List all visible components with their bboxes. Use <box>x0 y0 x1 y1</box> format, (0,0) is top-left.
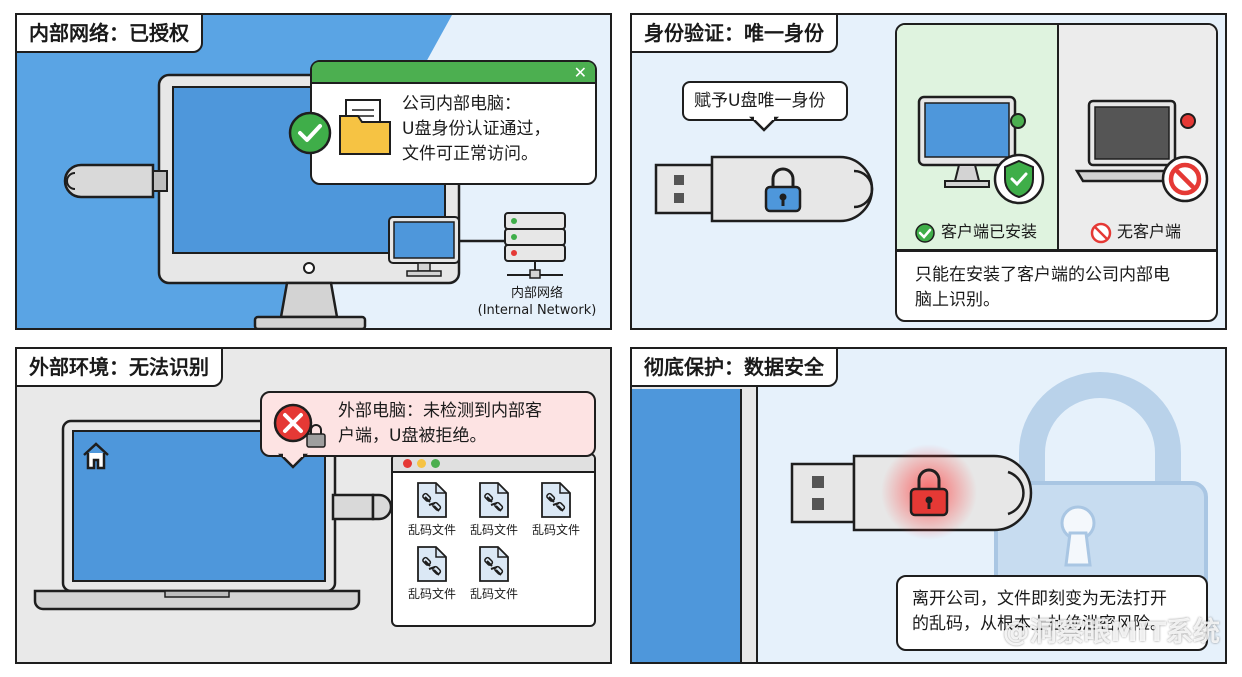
file-label: 乱码文件 <box>469 523 518 537</box>
popup-line-3: 文件可正常访问。 <box>402 144 538 164</box>
window-minimize-dot[interactable] <box>417 459 426 468</box>
network-link <box>460 239 508 243</box>
panel-title: 身份验证：唯一身份 <box>632 15 838 53</box>
panel-identity-verification: 身份验证：唯一身份 赋予U盘唯一身份 <box>630 13 1227 330</box>
panel-complete-protection: 彻底保护：数据安全 离开公司，文件即刻变为无法打 <box>630 347 1227 664</box>
bubble-tail <box>748 116 780 132</box>
popup-line-2: U盘身份认证通过， <box>402 119 551 139</box>
prohibited-small-icon <box>1090 222 1112 244</box>
error-line-2: 户端，U盘被拒绝。 <box>338 426 487 446</box>
lock-icon <box>909 468 949 517</box>
protection-note: 离开公司，文件即刻变为无法打开 的乱码，从根本上杜绝泄密风险。 <box>896 575 1208 651</box>
window-titlebar <box>393 455 594 473</box>
protection-line-1: 离开公司，文件即刻变为无法打开 <box>912 589 1167 609</box>
lock-icon <box>306 424 326 448</box>
lock-icon <box>764 167 802 213</box>
close-icon <box>273 403 313 443</box>
file-label: 乱码文件 <box>469 587 518 601</box>
prohibited-icon <box>1161 155 1209 203</box>
close-icon[interactable]: ✕ <box>573 63 587 82</box>
auth-success-popup: ✕ 公司内部电脑： U盘身份认证通过， 文件可正常访问。 <box>310 60 597 185</box>
file-label: 乱码文件 <box>407 523 456 537</box>
panel-title: 内部网络：已授权 <box>17 15 203 53</box>
laptop-icon <box>1074 99 1190 183</box>
popup-titlebar <box>312 62 595 84</box>
identity-bubble-text: 赋予U盘唯一身份 <box>694 91 826 111</box>
panel-title: 彻底保护：数据安全 <box>632 349 838 387</box>
panel-external-environment: 外部环境：无法识别 乱码文件乱码文件乱码文件乱码文件乱码文件 外部电脑：未检测到… <box>15 347 612 664</box>
client-comparison-box: 客户端已安装 无客户端 只能在安装了客户端的公司内部电 脑上识别。 <box>895 23 1218 322</box>
network-label-en: (Internal Network) <box>477 303 597 318</box>
installed-label: 客户端已安装 <box>941 222 1038 241</box>
usb-stick-icon <box>63 163 168 199</box>
identity-bubble: 赋予U盘唯一身份 <box>682 81 848 121</box>
status-led-red <box>1180 113 1196 129</box>
window-close-dot[interactable] <box>403 459 412 468</box>
not-installed-label: 无客户端 <box>1117 222 1182 241</box>
protection-line-2: 的乱码，从根本上杜绝泄密风险。 <box>912 614 1167 634</box>
broken-file-icon <box>479 546 509 582</box>
small-monitor-icon <box>388 216 460 277</box>
broken-file-icon <box>417 546 447 582</box>
panel-title: 外部环境：无法识别 <box>17 349 223 387</box>
file-label: 乱码文件 <box>407 587 456 601</box>
popup-tail <box>277 453 309 469</box>
status-led-green <box>1010 113 1026 129</box>
file-window: 乱码文件乱码文件乱码文件乱码文件乱码文件 <box>391 453 596 627</box>
panel-internal-network: 内部网络：已授权 ✕ 公司内部电脑： U盘身份认证通过， 文件可正常访问。 <box>15 13 612 330</box>
monitor-edge <box>632 385 758 662</box>
folder-icon <box>339 99 391 155</box>
popup-line-1: 公司内部电脑： <box>402 94 521 114</box>
monitor-screen <box>632 389 742 662</box>
divider <box>897 249 1216 252</box>
watermark: @洞察眼MIT系统 <box>1002 617 1220 648</box>
file-label: 乱码文件 <box>531 523 580 537</box>
server-icon <box>504 212 566 279</box>
usb-stick-icon <box>331 493 393 521</box>
broken-file-icon <box>417 482 447 518</box>
explanation-line-2: 脑上识别。 <box>915 290 1000 310</box>
error-line-1: 外部电脑：未检测到内部客 <box>338 401 542 421</box>
check-icon <box>288 111 332 155</box>
installed-monitor-icon <box>917 95 1017 188</box>
window-maximize-dot[interactable] <box>431 459 440 468</box>
network-label: 内部网络 <box>510 286 563 301</box>
explanation-line-1: 只能在安装了客户端的公司内部电 <box>915 265 1170 285</box>
broken-file-icon <box>479 482 509 518</box>
check-icon <box>915 223 935 243</box>
keyhole-icon <box>1060 505 1096 567</box>
home-icon <box>83 442 109 470</box>
shield-icon <box>993 153 1045 205</box>
broken-file-icon <box>541 482 571 518</box>
